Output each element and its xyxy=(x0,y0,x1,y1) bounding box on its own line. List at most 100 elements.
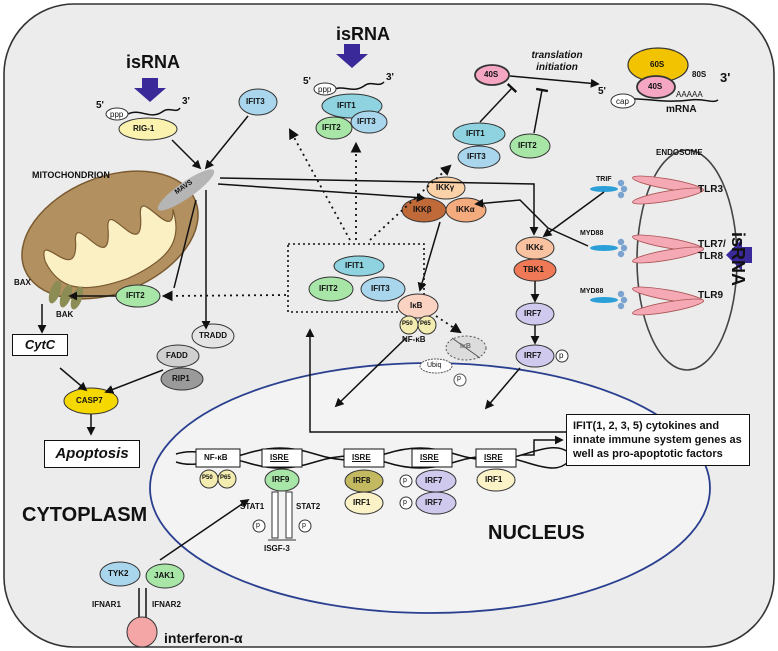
five-prime-top: 5' xyxy=(303,76,311,87)
cytc-box: CytC xyxy=(12,334,68,356)
tlr78-receptor xyxy=(632,234,704,264)
phospho-label-stat2: p xyxy=(302,522,306,529)
ifit1-label-translation: IFIT1 xyxy=(466,129,485,138)
tradd-node xyxy=(191,323,235,349)
irf7-label-nuc-2: IRF7 xyxy=(425,498,443,507)
ifnar2-label: IFNAR2 xyxy=(152,600,181,609)
phospho-irf7 xyxy=(555,349,569,363)
rig1-label: RIG-1 xyxy=(133,124,155,133)
trif-label: TRIF xyxy=(596,176,612,183)
tyk2-node xyxy=(99,561,141,587)
three-prime-left: 3' xyxy=(182,96,190,107)
isre-label-3: ISRE xyxy=(420,453,439,462)
irf7-label-nuc-1: IRF7 xyxy=(425,476,443,485)
interferon-ligand xyxy=(126,616,158,648)
tlr3-receptor xyxy=(632,175,704,205)
stat1-bar xyxy=(271,491,279,539)
endosome-label: ENDOSOME xyxy=(656,148,703,157)
r40s-label-bound: 40S xyxy=(648,82,663,91)
isre-label-4: ISRE xyxy=(484,453,503,462)
jak1-label: JAK1 xyxy=(154,571,175,580)
rip1-node xyxy=(160,367,204,391)
irf1-node-2 xyxy=(476,468,516,492)
solid-arrows xyxy=(37,75,605,561)
tradd-label: TRADD xyxy=(199,331,227,340)
phospho-label-n1: p xyxy=(403,477,407,484)
rip1-label: RIP1 xyxy=(172,374,190,383)
ifit3-label-top: IFIT3 xyxy=(357,117,376,126)
ikkb-label: IKKβ xyxy=(413,205,432,214)
three-prime-top: 3' xyxy=(386,72,394,83)
irf1-label-1: IRF1 xyxy=(353,498,371,507)
ifit3-node-top xyxy=(350,110,388,134)
ifit2-node-translation xyxy=(509,133,551,159)
stat2-bar xyxy=(285,491,293,539)
ppp-top: ppp xyxy=(318,85,332,94)
jak1-node xyxy=(145,563,185,589)
mitochondrion-label: MITOCHONDRION xyxy=(32,170,110,180)
myd88-adaptor-1 xyxy=(590,238,628,258)
myd88-label-1: MYD88 xyxy=(580,230,604,237)
ifit3-node-box xyxy=(360,276,406,302)
p65-label-cyto: P65 xyxy=(420,321,431,327)
ikkg-label: IKKγ xyxy=(436,183,455,192)
promoter-nfkb xyxy=(195,448,241,468)
phospho-irf7-n2 xyxy=(399,496,413,510)
three-prime-mrna: 3' xyxy=(720,70,731,85)
phospho-label-stat1: p xyxy=(256,522,260,529)
isrna-arrow-right xyxy=(726,239,752,271)
fadd-node xyxy=(156,344,200,368)
isgf3-label: ISGF-3 xyxy=(264,544,290,553)
rig1-node xyxy=(118,117,178,141)
nfkb-label-cyto: NF-κB xyxy=(402,335,426,344)
irf1-label-2: IRF1 xyxy=(485,475,503,484)
casp7-label: CASP7 xyxy=(76,396,103,405)
output-genes-box: IFIT(1, 2, 3, 5) cytokines and innate im… xyxy=(566,414,750,466)
ikb-label: IκB xyxy=(410,301,423,310)
phospho-ikb xyxy=(453,373,467,387)
irf7-node-2 xyxy=(515,344,555,368)
irf7-node-nucleus-2 xyxy=(415,491,457,515)
stat1-label: STAT1 xyxy=(240,502,265,511)
ikke-label: IKKε xyxy=(526,243,544,252)
tlr9-receptor xyxy=(632,286,704,316)
nucleus-label: NUCLEUS xyxy=(488,522,585,544)
ifit2-label-translation: IFIT2 xyxy=(518,141,537,150)
dna-helix-a xyxy=(175,447,569,461)
cap-label: cap xyxy=(616,97,629,106)
ifit1-label-top: IFIT1 xyxy=(337,101,356,110)
ifit3-label-translation: IFIT3 xyxy=(467,152,486,161)
rna-strand-left xyxy=(127,107,181,116)
ikb-degraded-cross xyxy=(451,337,481,359)
promoter-isre-2 xyxy=(343,448,385,468)
ifit2-node-box xyxy=(308,276,354,302)
promoter-isre-1 xyxy=(261,448,303,468)
ppp-cap-left xyxy=(105,107,129,121)
promoter-isre-3 xyxy=(411,448,453,468)
myd88-adaptor-2 xyxy=(590,290,628,310)
myd88-label-2: MYD88 xyxy=(580,288,604,295)
ribosome-40s-free xyxy=(474,64,510,86)
mrna-strand xyxy=(619,98,719,103)
ifit1-label-box: IFIT1 xyxy=(345,261,364,270)
tlr9-label: TLR9 xyxy=(698,290,723,301)
ifit3-label-box: IFIT3 xyxy=(371,284,390,293)
p65-node-nucleus xyxy=(217,469,237,489)
tyk2-label: TYK2 xyxy=(108,569,129,578)
dna-helix-b xyxy=(175,455,569,469)
isrna-arrow-left xyxy=(134,78,166,102)
aaaaa-label: AAAAA xyxy=(676,90,703,99)
irf1-node-1 xyxy=(344,491,384,515)
ikb-node xyxy=(397,293,439,319)
promoter-isre-4 xyxy=(475,448,517,468)
ppp-cap-top xyxy=(313,82,337,96)
ribosome-40s-bound xyxy=(636,75,676,99)
ifit1-node-box xyxy=(333,255,385,277)
phospho-label-n2: p xyxy=(403,499,407,506)
mrna-cap xyxy=(610,93,636,109)
five-prime-mrna: 5' xyxy=(598,86,606,97)
mrna-label: mRNA xyxy=(666,104,697,115)
bak-label: BAK xyxy=(56,310,74,319)
isre-label-2: ISRE xyxy=(352,453,371,462)
translation-initiation-label: translation initiation xyxy=(531,50,583,73)
